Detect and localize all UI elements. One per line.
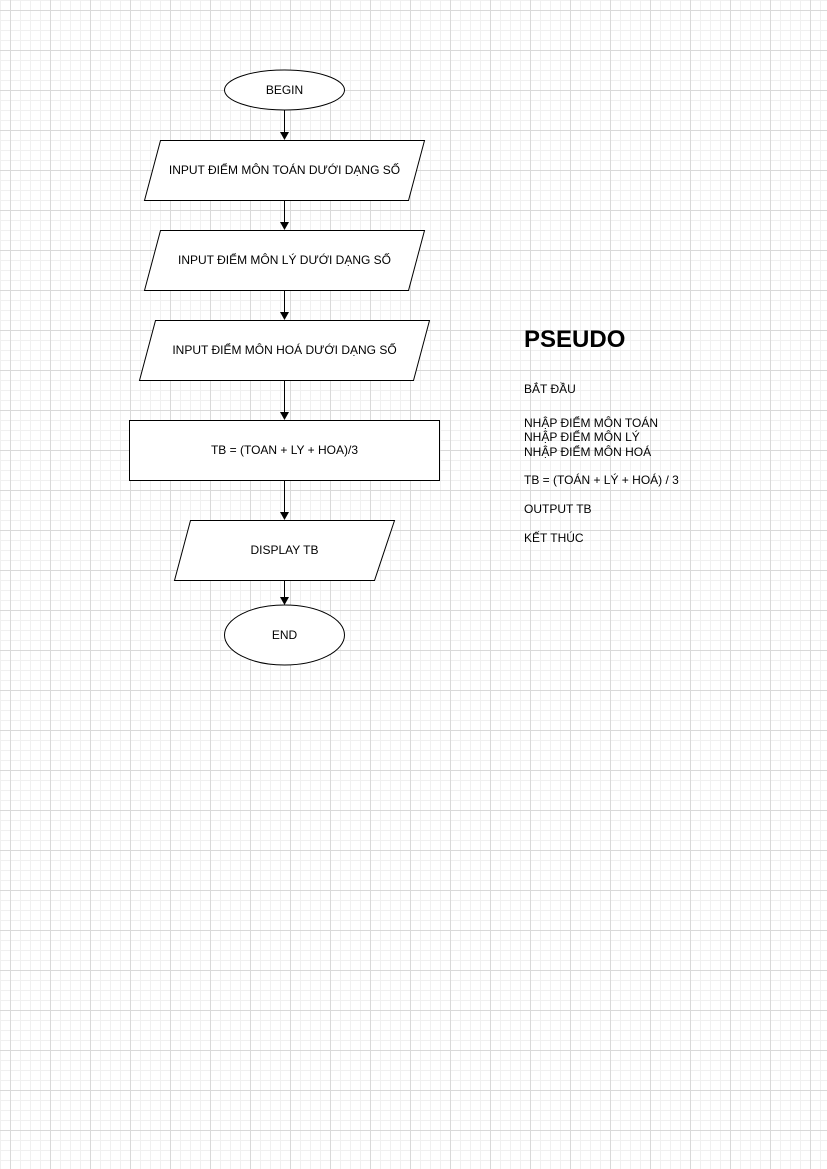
pseudo-end: KẾT THÚC bbox=[524, 531, 584, 545]
display-label: DISPLAY TB bbox=[250, 543, 318, 557]
compute-node[interactable]: TB = (TOAN + LY + HOA)/3 bbox=[129, 420, 440, 481]
input-hoa-node[interactable]: INPUT ĐIỂM MÔN HOÁ DƯỚI DẠNG SỐ bbox=[138, 320, 431, 381]
pseudo-formula: TB = (TOÁN + LÝ + HOÁ) / 3 bbox=[524, 473, 679, 487]
input-toan-node[interactable]: INPUT ĐIỂM MÔN TOÁN DƯỚI DẠNG SỐ bbox=[143, 140, 426, 201]
edge-input-hoa-to-compute bbox=[280, 380, 289, 420]
pseudo-begin: BẮT ĐẦU bbox=[524, 382, 576, 396]
input-ly-node[interactable]: INPUT ĐIỂM MÔN LÝ DƯỚI DẠNG SỐ bbox=[143, 230, 426, 291]
begin-node[interactable]: BEGIN bbox=[224, 69, 345, 111]
edge-compute-to-display bbox=[280, 480, 289, 520]
pseudo-title: PSEUDO bbox=[524, 326, 626, 353]
edge-input-ly-to-input-hoa bbox=[280, 290, 289, 320]
pseudo-code-block[interactable]: PSEUDO BẮT ĐẦU NHẬP ĐIỂM MÔN TOÁN NHẬP Đ… bbox=[524, 322, 814, 545]
compute-label: TB = (TOAN + LY + HOA)/3 bbox=[211, 443, 358, 457]
edge-input-toan-to-input-ly bbox=[280, 200, 289, 230]
pseudo-input-ly: NHẬP ĐIỂM MÔN LÝ bbox=[524, 430, 640, 444]
input-ly-label: INPUT ĐIỂM MÔN LÝ DƯỚI DẠNG SỐ bbox=[178, 252, 391, 267]
input-hoa-label: INPUT ĐIỂM MÔN HOÁ DƯỚI DẠNG SỐ bbox=[172, 342, 396, 357]
end-node[interactable]: END bbox=[224, 604, 345, 666]
pseudo-input-hoa: NHẬP ĐIỂM MÔN HOÁ bbox=[524, 445, 652, 459]
input-toan-label: INPUT ĐIỂM MÔN TOÁN DƯỚI DẠNG SỐ bbox=[169, 162, 400, 177]
begin-label: BEGIN bbox=[266, 83, 303, 97]
display-node[interactable]: DISPLAY TB bbox=[173, 520, 396, 581]
pseudo-input-toan: NHẬP ĐIỂM MÔN TOÁN bbox=[524, 416, 659, 430]
edge-display-to-end bbox=[280, 580, 289, 605]
edge-begin-to-input-toan bbox=[280, 110, 289, 140]
end-label: END bbox=[272, 628, 298, 642]
pseudo-output: OUTPUT TB bbox=[524, 502, 592, 516]
